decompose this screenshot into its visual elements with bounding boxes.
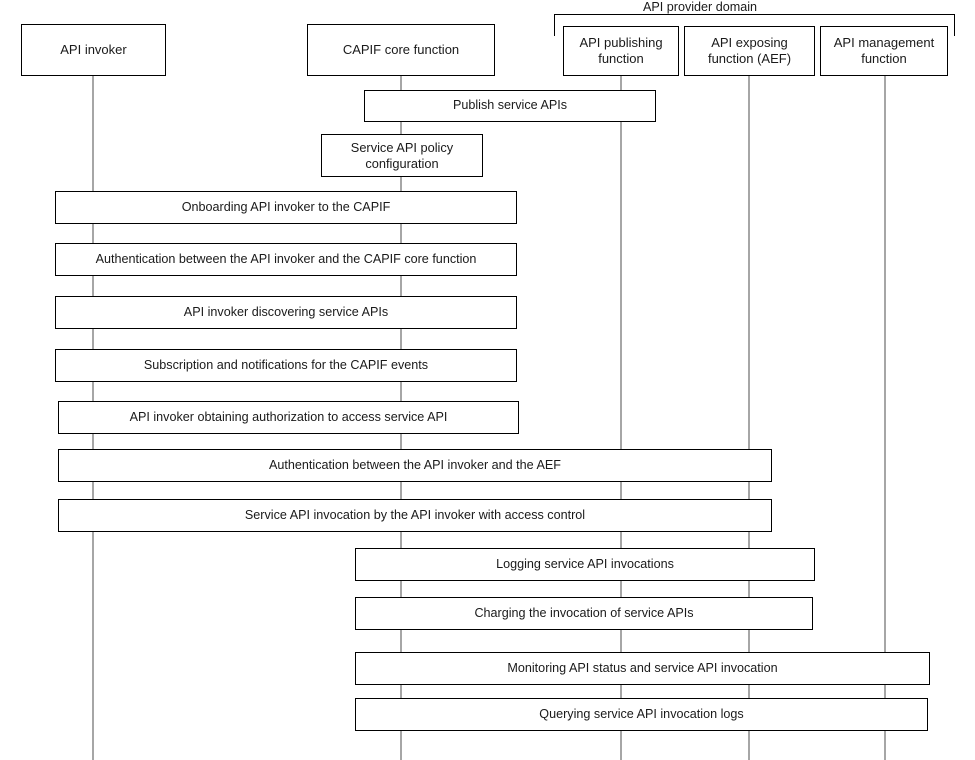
step-api-invoker-discovering-service-apis[interactable]: API invoker discovering service APIs xyxy=(55,296,517,329)
step-charging-the-invocation-of-service-apis[interactable]: Charging the invocation of service APIs xyxy=(355,597,813,630)
step-label: Onboarding API invoker to the CAPIF xyxy=(181,199,391,214)
participant-api-exposing-function-aef[interactable]: API exposing function (AEF) xyxy=(684,26,815,76)
step-label: Subscription and notifications for the C… xyxy=(143,357,429,372)
participant-label: API exposing function (AEF) xyxy=(707,35,792,66)
step-label: Authentication between the API invoker a… xyxy=(269,457,561,472)
participant-label: API publishing function xyxy=(579,35,663,66)
lifeline-api-management-function xyxy=(884,76,886,760)
step-label: Logging service API invocations xyxy=(496,556,674,571)
step-logging-service-api-invocations[interactable]: Logging service API invocations xyxy=(355,548,815,581)
participant-label: API invoker xyxy=(60,42,127,58)
step-label: Service API invocation by the API invoke… xyxy=(244,507,586,522)
api-provider-domain-label: API provider domain xyxy=(637,1,763,14)
step-label: Service API policy configuration xyxy=(350,140,454,171)
participant-api-management-function[interactable]: API management function xyxy=(820,26,948,76)
step-service-api-policy-configuration[interactable]: Service API policy configuration xyxy=(321,134,483,177)
step-publish-service-apis[interactable]: Publish service APIs xyxy=(364,90,656,122)
step-label: Authentication between the API invoker a… xyxy=(95,251,477,266)
api-provider-domain-bracket xyxy=(554,14,955,36)
step-monitoring-api-status-and-service-api-invocation[interactable]: Monitoring API status and service API in… xyxy=(355,652,930,685)
lifeline-api-exposing-function-aef xyxy=(748,76,750,760)
participant-label: API management function xyxy=(833,35,935,66)
participant-label: CAPIF core function xyxy=(342,42,460,58)
participant-api-invoker[interactable]: API invoker xyxy=(21,24,166,76)
participant-capif-core-function[interactable]: CAPIF core function xyxy=(307,24,495,76)
step-service-api-invocation-by-the-api-invoker-with-access-contro[interactable]: Service API invocation by the API invoke… xyxy=(58,499,772,532)
lifeline-api-publishing-function xyxy=(620,76,622,760)
step-label: API invoker obtaining authorization to a… xyxy=(129,409,448,424)
step-label: Monitoring API status and service API in… xyxy=(507,660,778,675)
step-authentication-between-the-api-invoker-and-the-aef[interactable]: Authentication between the API invoker a… xyxy=(58,449,772,482)
step-label: Publish service APIs xyxy=(452,98,568,113)
step-api-invoker-obtaining-authorization-to-access-service-api[interactable]: API invoker obtaining authorization to a… xyxy=(58,401,519,434)
step-querying-service-api-invocation-logs[interactable]: Querying service API invocation logs xyxy=(355,698,928,731)
step-onboarding-api-invoker-to-the-capif[interactable]: Onboarding API invoker to the CAPIF xyxy=(55,191,517,224)
step-authentication-between-the-api-invoker-and-the-capif-core-fu[interactable]: Authentication between the API invoker a… xyxy=(55,243,517,276)
step-label: Charging the invocation of service APIs xyxy=(474,605,694,620)
step-label: API invoker discovering service APIs xyxy=(183,304,389,319)
step-label: Querying service API invocation logs xyxy=(539,706,744,721)
step-subscription-and-notifications-for-the-capif-events[interactable]: Subscription and notifications for the C… xyxy=(55,349,517,382)
participant-api-publishing-function[interactable]: API publishing function xyxy=(563,26,679,76)
